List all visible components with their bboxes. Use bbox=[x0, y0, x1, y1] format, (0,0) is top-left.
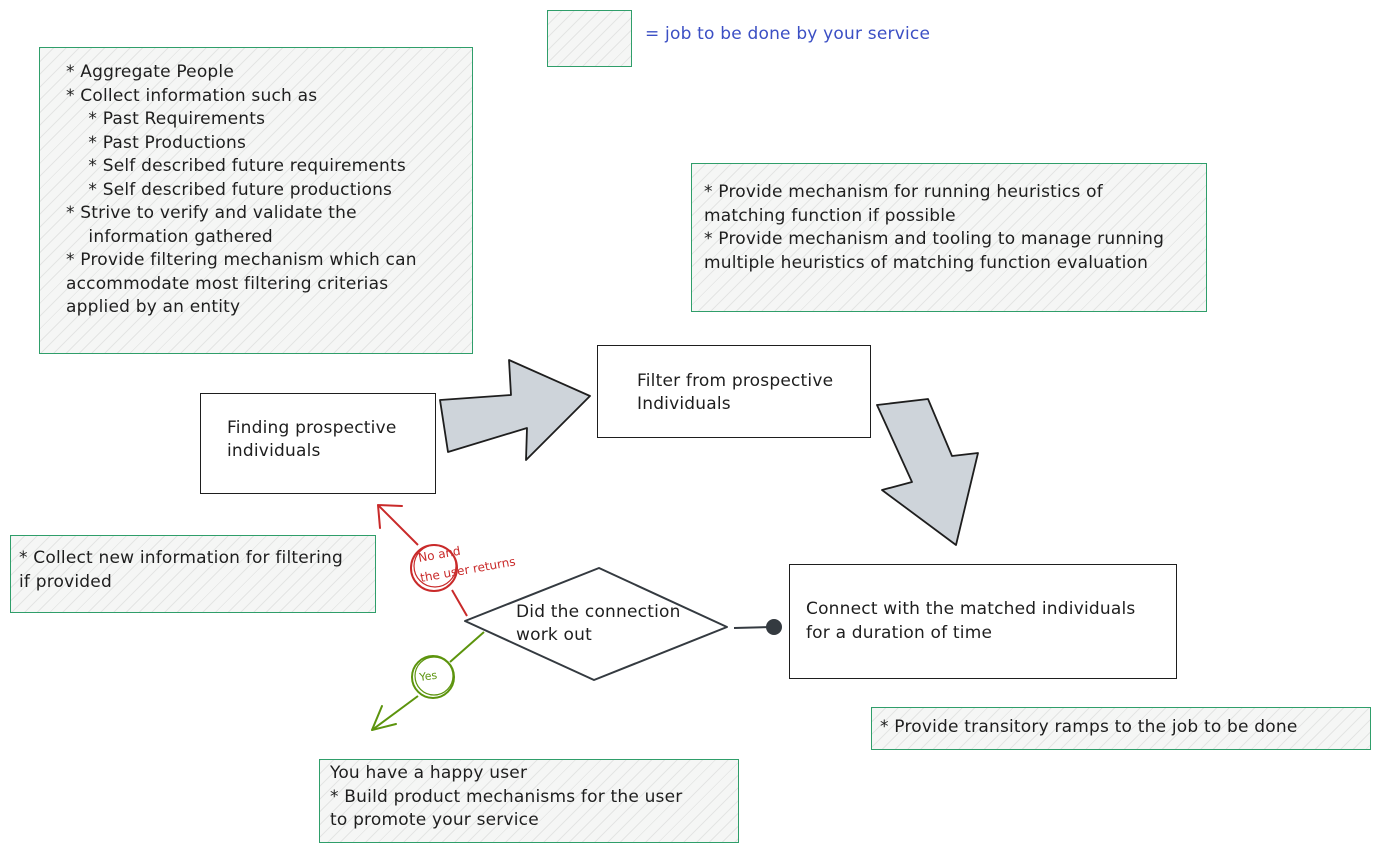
note-line: * Past Requirements bbox=[66, 109, 266, 129]
process-label: Individuals bbox=[637, 394, 731, 414]
process-finding-individuals: Finding prospective individuals bbox=[200, 393, 436, 494]
note-line: accommodate most filtering criterias bbox=[66, 273, 389, 294]
yes-path-circle bbox=[411, 655, 455, 699]
legend-swatch bbox=[547, 10, 632, 67]
decision-diamond bbox=[464, 567, 728, 681]
block-arrow-right bbox=[439, 359, 591, 461]
connector-dot bbox=[766, 619, 782, 635]
yes-path-line bbox=[371, 631, 485, 731]
note-happy-user: You have a happy user * Build product me… bbox=[319, 759, 739, 843]
note-line: * Collect new information for filtering bbox=[19, 548, 343, 568]
process-label: Connect with the matched individuals bbox=[806, 599, 1136, 619]
note-line: to promote your service bbox=[330, 810, 539, 830]
decision-label: Did the connection bbox=[516, 602, 681, 622]
note-line: * Self described future requirements bbox=[66, 156, 406, 176]
note-transitory-ramps: * Provide transitory ramps to the job to… bbox=[871, 707, 1371, 750]
note-aggregate-people: * Aggregate People * Collect information… bbox=[39, 47, 473, 354]
note-line: You have a happy user bbox=[330, 763, 528, 783]
note-line: information gathered bbox=[66, 226, 273, 247]
yes-label: Yes bbox=[418, 669, 439, 685]
yes-path-arrowhead bbox=[371, 705, 397, 731]
note-line: matching function if possible bbox=[704, 205, 956, 226]
note-line: * Build product mechanisms for the user bbox=[330, 786, 683, 807]
note-line: * Self described future productions bbox=[66, 179, 393, 200]
note-line: if provided bbox=[19, 571, 112, 592]
note-line: * Provide mechanism for running heuristi… bbox=[704, 182, 1103, 202]
legend-label: = job to be done by your service bbox=[645, 24, 931, 44]
note-collect-new-info: * Collect new information for filtering … bbox=[10, 535, 376, 613]
process-label: for a duration of time bbox=[806, 623, 993, 643]
process-label: Finding prospective bbox=[227, 418, 397, 438]
note-line: * Collect information such as bbox=[66, 85, 318, 106]
process-label: Filter from prospective bbox=[637, 371, 834, 391]
note-line: * Provide mechanism and tooling to manag… bbox=[704, 229, 1165, 249]
note-line: multiple heuristics of matching function… bbox=[704, 252, 1149, 273]
process-filter-individuals: Filter from prospective Individuals bbox=[597, 345, 871, 438]
no-path-line bbox=[377, 504, 468, 617]
process-label: individuals bbox=[227, 441, 321, 461]
note-line: * Aggregate People bbox=[66, 62, 235, 82]
no-path-arrowhead bbox=[377, 504, 403, 529]
note-line: applied by an entity bbox=[66, 297, 241, 317]
note-line: * Past Productions bbox=[66, 132, 247, 153]
note-line: * Provide transitory ramps to the job to… bbox=[880, 717, 1298, 737]
decision-label: work out bbox=[516, 625, 592, 645]
note-line: * Provide filtering mechanism which can bbox=[66, 250, 417, 270]
note-heuristics: * Provide mechanism for running heuristi… bbox=[691, 163, 1207, 312]
note-line: * Strive to verify and validate the bbox=[66, 203, 357, 223]
process-connect-matched: Connect with the matched individuals for… bbox=[789, 564, 1177, 679]
block-arrow-down bbox=[876, 398, 979, 546]
